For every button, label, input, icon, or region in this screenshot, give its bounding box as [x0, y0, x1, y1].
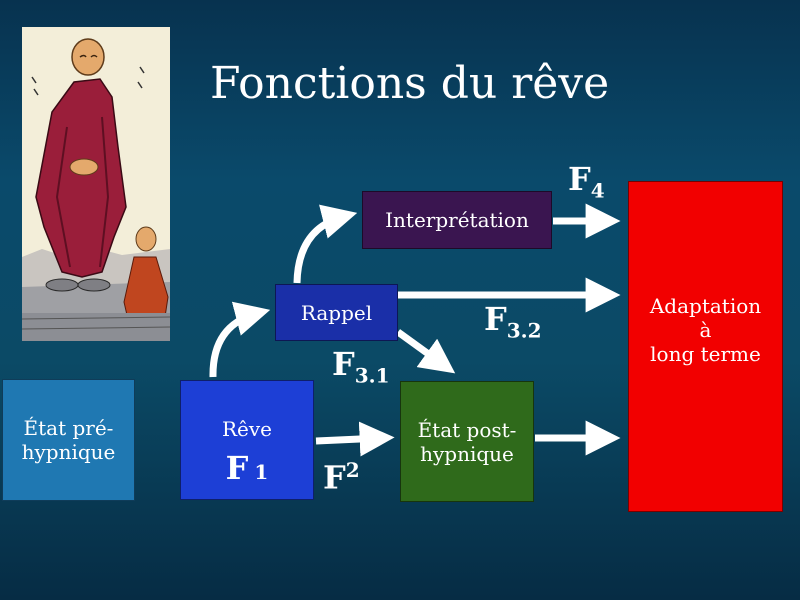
etat-post-line1: État post- — [417, 417, 517, 442]
box-rappel: Rappel — [275, 284, 398, 341]
box-etat-post-hypnique: État post- hypnique — [400, 381, 534, 502]
page-title: Fonctions du rêve — [210, 58, 610, 109]
etat-pre-line2: hypnique — [21, 440, 116, 464]
etat-pre-line1: État pré- — [23, 416, 114, 440]
rappel-label: Rappel — [300, 300, 373, 325]
label-f4: F4 — [568, 160, 605, 203]
adaptation-line3: long terme — [650, 342, 761, 366]
arrow-rappel-etat-post — [395, 329, 456, 374]
arrow-rappel-interpretation — [293, 204, 358, 284]
label-f3-1: F3.1 — [332, 345, 390, 388]
adaptation-line2: à — [699, 318, 712, 342]
box-interpretation: Interprétation — [362, 191, 552, 249]
arrow-reve-etat-post — [315, 421, 395, 457]
adaptation-line1: Adaptation — [649, 294, 762, 318]
label-f3-2: F3.2 — [484, 300, 542, 343]
box-adaptation-long-terme: Adaptation à long terme — [628, 181, 783, 512]
reve-label: Rêve — [221, 417, 273, 441]
etat-post-line2: hypnique — [420, 441, 514, 466]
box-etat-pre-hypnique: État pré- hypnique — [2, 379, 135, 501]
monk-illustration-icon — [21, 27, 171, 341]
label-f2: F2 — [323, 458, 360, 497]
arrow-reve-rappel — [209, 301, 271, 378]
interpretation-label: Interprétation — [385, 208, 529, 232]
